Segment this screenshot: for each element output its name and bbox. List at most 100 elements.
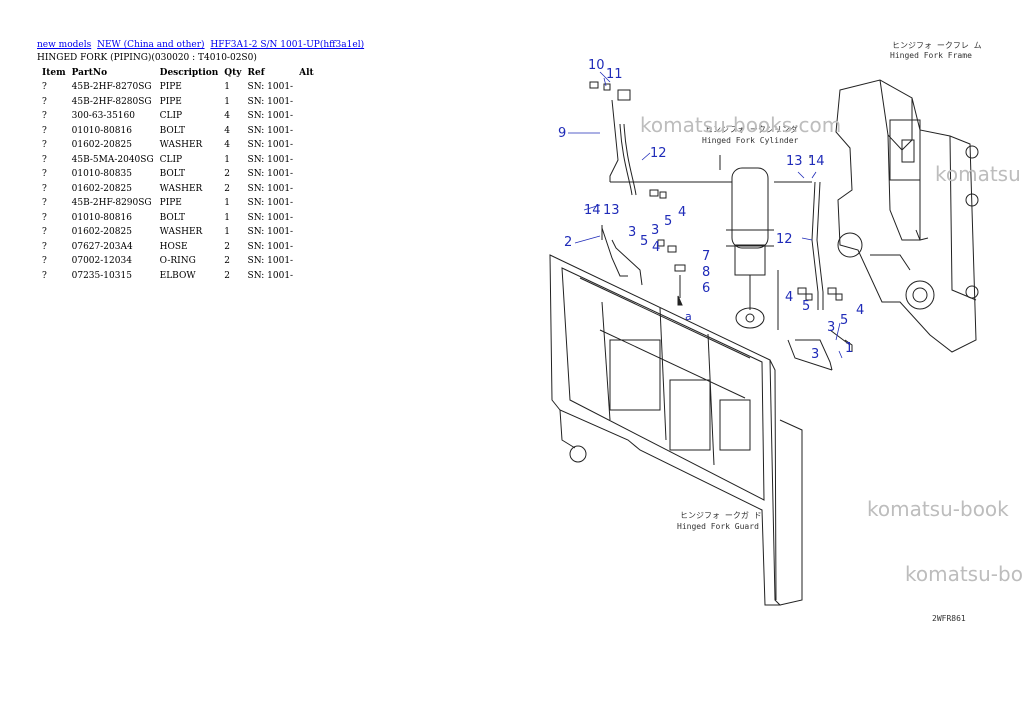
header-qty: Qty (224, 67, 242, 78)
callout-13-b: 13 (786, 154, 803, 169)
cell-alt (296, 211, 322, 226)
cell-qty: 4 (224, 125, 231, 136)
cell-partno: 45B-5MA-2040SG (71, 154, 154, 165)
cell-description: WASHER (159, 227, 203, 238)
breadcrumb-link-model[interactable]: HFF3A1-2 S/N 1001-UP(hff3a1el) (210, 40, 365, 50)
cell-qty: 1 (224, 154, 231, 165)
cell-ref: SN: 1001- (247, 183, 294, 194)
cell-item: ? (42, 212, 47, 223)
cell-item: ? (42, 140, 47, 151)
cell-ref: SN: 1001- (247, 82, 294, 93)
guard-label-en: Hinged Fork Guard (677, 522, 759, 531)
callout-1: 1 (845, 341, 853, 356)
callout-9: 9 (558, 126, 566, 141)
cell-partno: 07627-203A4 (71, 241, 133, 252)
arrow-label-a: a (685, 310, 692, 323)
cell-description: PIPE (159, 198, 182, 209)
callout-7: 7 (702, 249, 710, 264)
cell-description: BOLT (159, 212, 186, 223)
cell-ref: SN: 1001- (247, 154, 294, 165)
cell-item: ? (42, 198, 47, 209)
header-description: Description (159, 67, 219, 78)
cell-partno: 01602-20825 (71, 227, 132, 238)
cell-description: CLIP (159, 111, 183, 122)
callout-8: 8 (702, 265, 710, 280)
cell-qty: 2 (224, 270, 231, 281)
cell-description: PIPE (159, 82, 182, 93)
callout-leaders (568, 71, 843, 359)
callout-12: 12 (650, 146, 667, 161)
watermark: komatsu-book (867, 497, 1009, 521)
cylinder-label-jp: ヒンジフォ ークシリンダ (705, 124, 798, 134)
callout-3-c: 3 (827, 320, 835, 335)
callout-5-b: 5 (640, 234, 648, 249)
cell-ref: SN: 1001- (247, 169, 294, 180)
callout-11: 11 (606, 67, 623, 82)
breadcrumb-link-new-models[interactable]: new models (37, 40, 92, 50)
cell-ref: SN: 1001- (247, 270, 294, 281)
cell-ref: SN: 1001- (247, 198, 294, 209)
cell-alt (296, 167, 322, 182)
cell-qty: 4 (224, 111, 231, 122)
cell-item: ? (42, 82, 47, 93)
cell-description: O-RING (159, 256, 196, 267)
cell-alt (296, 95, 322, 110)
callout-6: 6 (702, 281, 710, 296)
cell-alt (296, 182, 322, 197)
cell-partno: 07002-12034 (71, 256, 132, 267)
cell-item: ? (42, 256, 47, 267)
diagram-linework (549, 79, 979, 606)
cell-qty: 2 (224, 256, 231, 267)
callout-14: 14 (584, 203, 601, 218)
callout-14-b: 14 (808, 154, 825, 169)
cell-qty: 4 (224, 140, 231, 151)
callout-13: 13 (603, 203, 620, 218)
table-row[interactable]: ? 45B-2HF-8290SG PIPE 1 SN: 1001- (37, 196, 322, 211)
cell-item: ? (42, 96, 47, 107)
cell-qty: 2 (224, 241, 231, 252)
breadcrumb-link-region[interactable]: NEW (China and other) (97, 40, 205, 50)
cell-item: ? (42, 227, 47, 238)
frame-label-en: Hinged Fork Frame (890, 51, 972, 60)
callout-5-c: 5 (802, 299, 810, 314)
guard-label-jp: ヒンジフォ ークガ ド (680, 510, 762, 520)
cell-ref: SN: 1001- (247, 212, 294, 223)
cell-alt (296, 138, 322, 153)
callout-3-d: 3 (811, 347, 819, 362)
watermark: komatsu-books.com (640, 113, 842, 137)
parts-table: Item PartNo Description Qty Ref Alt ?45B… (37, 65, 322, 283)
cell-ref: SN: 1001- (247, 241, 294, 252)
callout-5-a: 5 (664, 214, 672, 229)
cell-qty: 1 (224, 198, 231, 209)
cell-alt (296, 196, 322, 211)
header-ref: Ref (247, 67, 265, 78)
cell-item: ? (42, 169, 47, 180)
parts-diagram: 10 11 9 12 14 13 4 5 3 2 3 5 4 7 8 6 12 … (540, 40, 1024, 630)
cylinder-label-en: Hinged Fork Cylinder (702, 136, 799, 145)
cell-partno: 07235-10315 (71, 270, 132, 281)
cell-alt (296, 269, 322, 284)
header-item: Item (42, 67, 66, 78)
cell-alt (296, 254, 322, 269)
cell-partno: 45B-2HF-8290SG (71, 198, 152, 209)
cell-item: ? (42, 154, 47, 165)
cell-alt (296, 124, 322, 139)
callout-4-c: 4 (785, 290, 793, 305)
callout-3-b: 3 (628, 225, 636, 240)
cell-description: ELBOW (159, 270, 196, 281)
cell-alt (296, 240, 322, 255)
